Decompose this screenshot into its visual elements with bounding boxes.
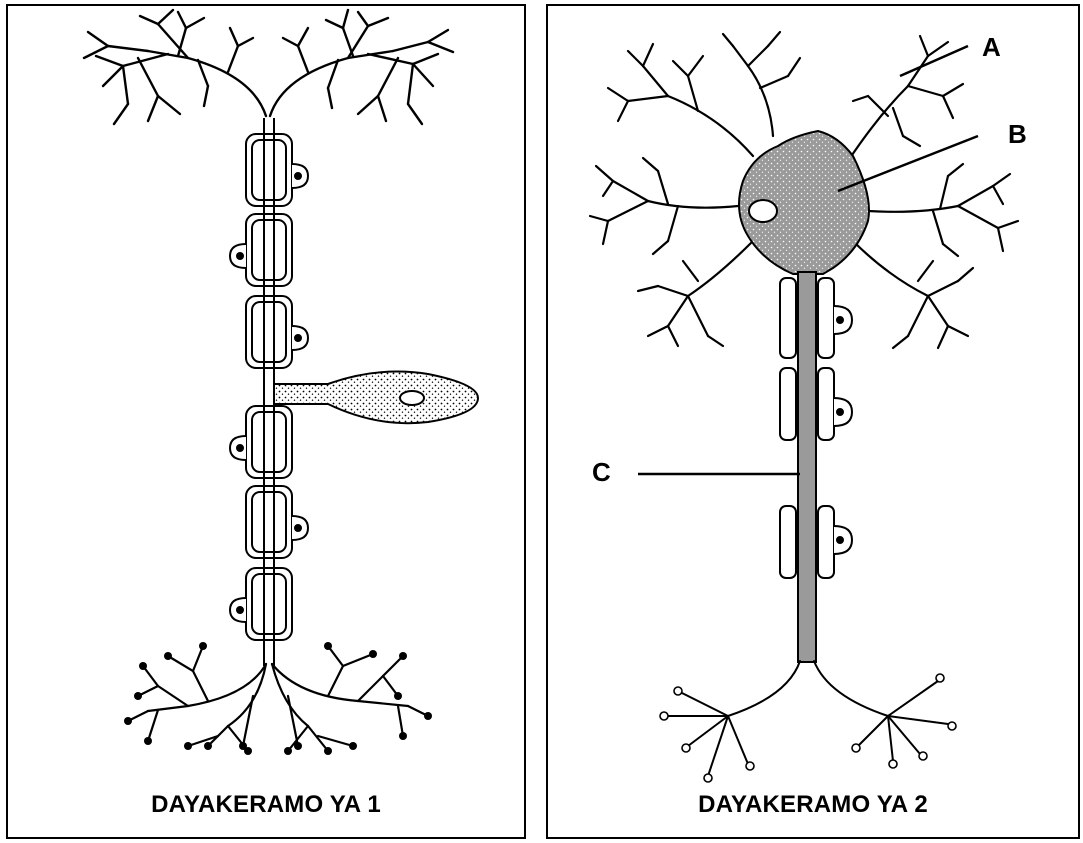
axon-terminals-1 bbox=[128, 646, 428, 751]
axon-2 bbox=[798, 272, 816, 662]
cell-body-2 bbox=[739, 131, 869, 274]
label-c: C bbox=[592, 457, 611, 488]
terminal-knobs-2 bbox=[660, 674, 956, 782]
label-b: B bbox=[1008, 119, 1027, 150]
cell-body-1 bbox=[274, 372, 478, 424]
diagram-2-caption: DAYAKERAMO YA 2 bbox=[548, 791, 1078, 819]
terminal-buttons-1 bbox=[124, 642, 432, 755]
label-a: A bbox=[982, 32, 1001, 63]
diagram-1-panel: DAYAKERAMO YA 1 bbox=[6, 4, 526, 839]
diagram-2-panel: A B C DAYAKERAMO YA 2 bbox=[546, 4, 1080, 839]
diagram-1-caption: DAYAKERAMO YA 1 bbox=[8, 791, 524, 819]
dendrite-tree-top bbox=[84, 10, 453, 124]
axon-terminals-2 bbox=[668, 661, 948, 776]
diagram-1-neuron-drawing bbox=[8, 6, 524, 786]
diagram-2-neuron-drawing bbox=[548, 6, 1078, 786]
schwann-nuclei-2 bbox=[834, 306, 852, 554]
